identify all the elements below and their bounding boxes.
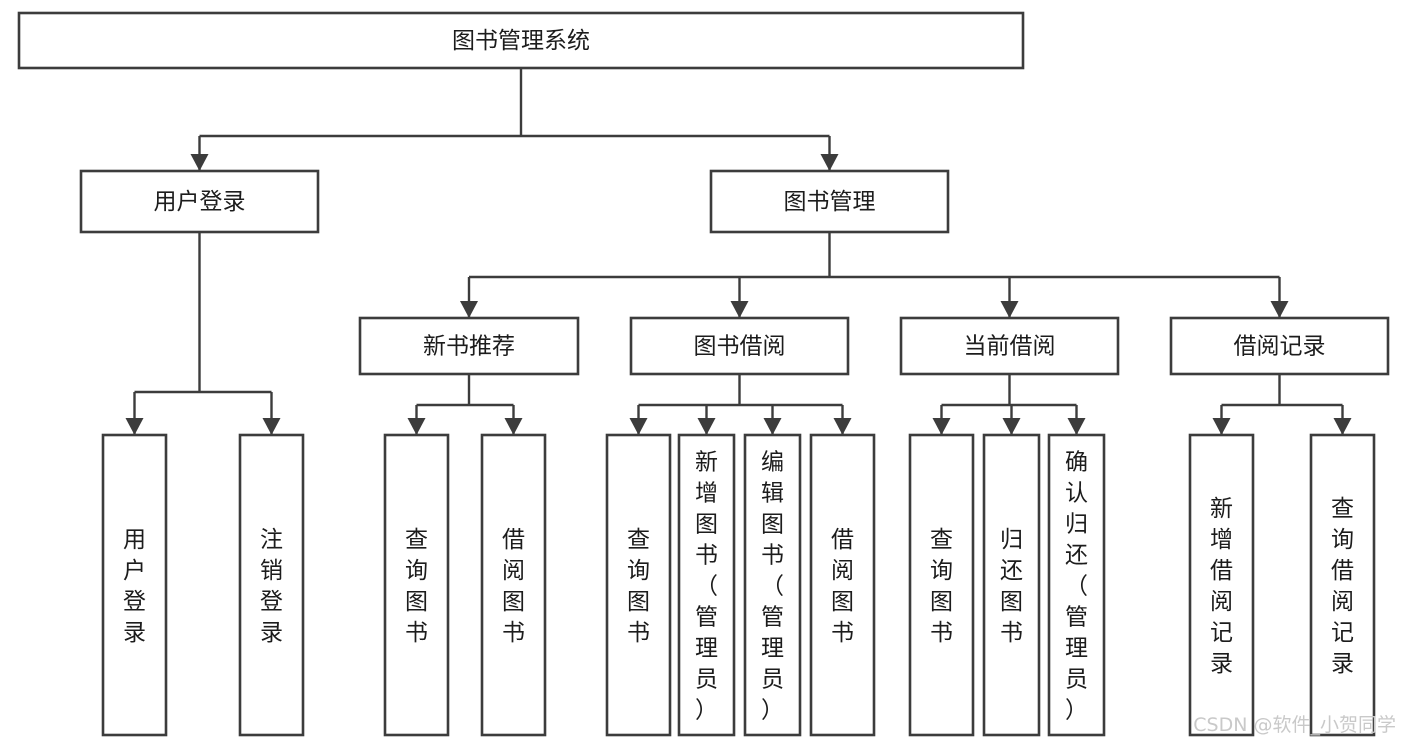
node-book-management[interactable]: 图书管理 (709, 169, 950, 234)
node-user-login[interactable]: 用户登录 (79, 169, 320, 234)
arrow-head-icon-book-borrow (730, 301, 749, 318)
arrow-head-icon-leaf-query-book-1 (407, 418, 426, 435)
node-box-leaf-add-book (677, 433, 736, 737)
node-box-user-login (79, 169, 320, 234)
node-leaf-add-book[interactable]: 新增图书（管理员） (677, 433, 736, 737)
node-leaf-query-book-2[interactable]: 查询图书 (605, 433, 672, 737)
arrow-head-icon-leaf-add-record (1212, 418, 1231, 435)
arrow-head-icon-borrow-record (1270, 301, 1289, 318)
arrow-head-icon-current-borrow (1000, 301, 1019, 318)
csdn-watermark: CSDN @软件_小贺同学 (1193, 714, 1396, 736)
node-leaf-logout-login[interactable]: 注销登录 (238, 433, 305, 737)
node-root[interactable]: 图书管理系统 (17, 11, 1025, 70)
node-box-current-borrow (899, 316, 1120, 376)
arrow-head-icon-leaf-confirm-return (1067, 418, 1086, 435)
node-book-borrow[interactable]: 图书借阅 (629, 316, 850, 376)
node-box-leaf-borrow-book-2 (809, 433, 876, 737)
node-label-leaf-return-book: 归还图书 (1000, 527, 1023, 646)
node-label-user-login: 用户登录 (154, 189, 246, 215)
node-leaf-query-record[interactable]: 查询借阅记录 (1309, 433, 1376, 737)
node-label-book-management: 图书管理 (784, 189, 876, 215)
arrow-head-icon-book-management (820, 154, 839, 171)
arrow-head-icon-new-book-recommend (460, 301, 478, 318)
arrow-head-icon-leaf-query-record (1333, 418, 1352, 435)
node-box-leaf-query-book-3 (908, 433, 975, 737)
node-box-leaf-user-login (101, 433, 168, 737)
arrow-head-icon-leaf-edit-book (763, 418, 782, 435)
node-new-book-recommend[interactable]: 新书推荐 (358, 316, 580, 376)
node-label-book-borrow: 图书借阅 (694, 334, 786, 360)
node-leaf-add-record[interactable]: 新增借阅记录 (1188, 433, 1255, 737)
node-current-borrow[interactable]: 当前借阅 (899, 316, 1120, 376)
connector-layer (125, 68, 1352, 435)
node-leaf-borrow-book-2[interactable]: 借阅图书 (809, 433, 876, 737)
node-leaf-edit-book[interactable]: 编辑图书（管理员） (743, 433, 802, 737)
arrow-head-icon-leaf-query-book-3 (932, 418, 951, 435)
node-leaf-return-book[interactable]: 归还图书 (982, 433, 1041, 737)
node-box-borrow-record (1169, 316, 1390, 376)
node-box-leaf-confirm-return (1047, 433, 1106, 737)
node-box-root (17, 11, 1025, 70)
node-label-leaf-query-record: 查询借阅记录 (1331, 496, 1354, 677)
node-leaf-user-login[interactable]: 用户登录 (101, 433, 168, 737)
arrow-head-icon-leaf-borrow-book-1 (504, 418, 523, 435)
arrow-head-icon-user-login (190, 154, 209, 171)
node-box-leaf-return-book (982, 433, 1041, 737)
node-leaf-query-book-3[interactable]: 查询图书 (908, 433, 975, 737)
node-label-leaf-add-book: 新增图书（管理员） (695, 450, 718, 724)
node-leaf-confirm-return[interactable]: 确认归还（管理员） (1047, 433, 1106, 737)
node-borrow-record[interactable]: 借阅记录 (1169, 316, 1390, 376)
node-layer: 图书管理系统用户登录图书管理新书推荐图书借阅当前借阅借阅记录用户登录注销登录查询… (17, 11, 1390, 737)
arrow-head-icon-leaf-logout-login (262, 418, 281, 435)
node-label-current-borrow: 当前借阅 (964, 334, 1056, 360)
arrow-head-icon-leaf-return-book (1002, 418, 1021, 435)
node-box-leaf-query-book-2 (605, 433, 672, 737)
node-label-leaf-borrow-book-2: 借阅图书 (831, 527, 854, 646)
node-box-leaf-query-record (1309, 433, 1376, 737)
arrow-head-icon-leaf-user-login (125, 418, 144, 435)
node-label-leaf-borrow-book-1: 借阅图书 (502, 527, 525, 646)
node-label-new-book-recommend: 新书推荐 (423, 334, 515, 360)
node-label-leaf-edit-book: 编辑图书（管理员） (761, 450, 784, 724)
node-box-leaf-add-record (1188, 433, 1255, 737)
node-label-leaf-query-book-3: 查询图书 (930, 527, 953, 646)
arrow-head-icon-leaf-query-book-2 (629, 418, 648, 435)
node-leaf-borrow-book-1[interactable]: 借阅图书 (480, 433, 547, 737)
node-box-book-management (709, 169, 950, 234)
node-box-leaf-borrow-book-1 (480, 433, 547, 737)
node-label-leaf-add-record: 新增借阅记录 (1210, 496, 1233, 677)
node-label-leaf-query-book-1: 查询图书 (405, 527, 428, 646)
node-box-new-book-recommend (358, 316, 580, 376)
node-label-leaf-user-login: 用户登录 (123, 527, 146, 646)
node-label-root: 图书管理系统 (452, 28, 590, 54)
node-box-leaf-logout-login (238, 433, 305, 737)
arrow-head-icon-leaf-add-book (697, 418, 716, 435)
arrow-head-icon-leaf-borrow-book-2 (833, 418, 852, 435)
node-box-leaf-query-book-1 (383, 433, 450, 737)
node-box-leaf-edit-book (743, 433, 802, 737)
node-label-leaf-logout-login: 注销登录 (260, 527, 283, 646)
node-label-leaf-confirm-return: 确认归还（管理员） (1065, 450, 1088, 724)
node-label-borrow-record: 借阅记录 (1234, 334, 1326, 360)
node-leaf-query-book-1[interactable]: 查询图书 (383, 433, 450, 737)
node-label-leaf-query-book-2: 查询图书 (627, 527, 650, 646)
node-box-book-borrow (629, 316, 850, 376)
